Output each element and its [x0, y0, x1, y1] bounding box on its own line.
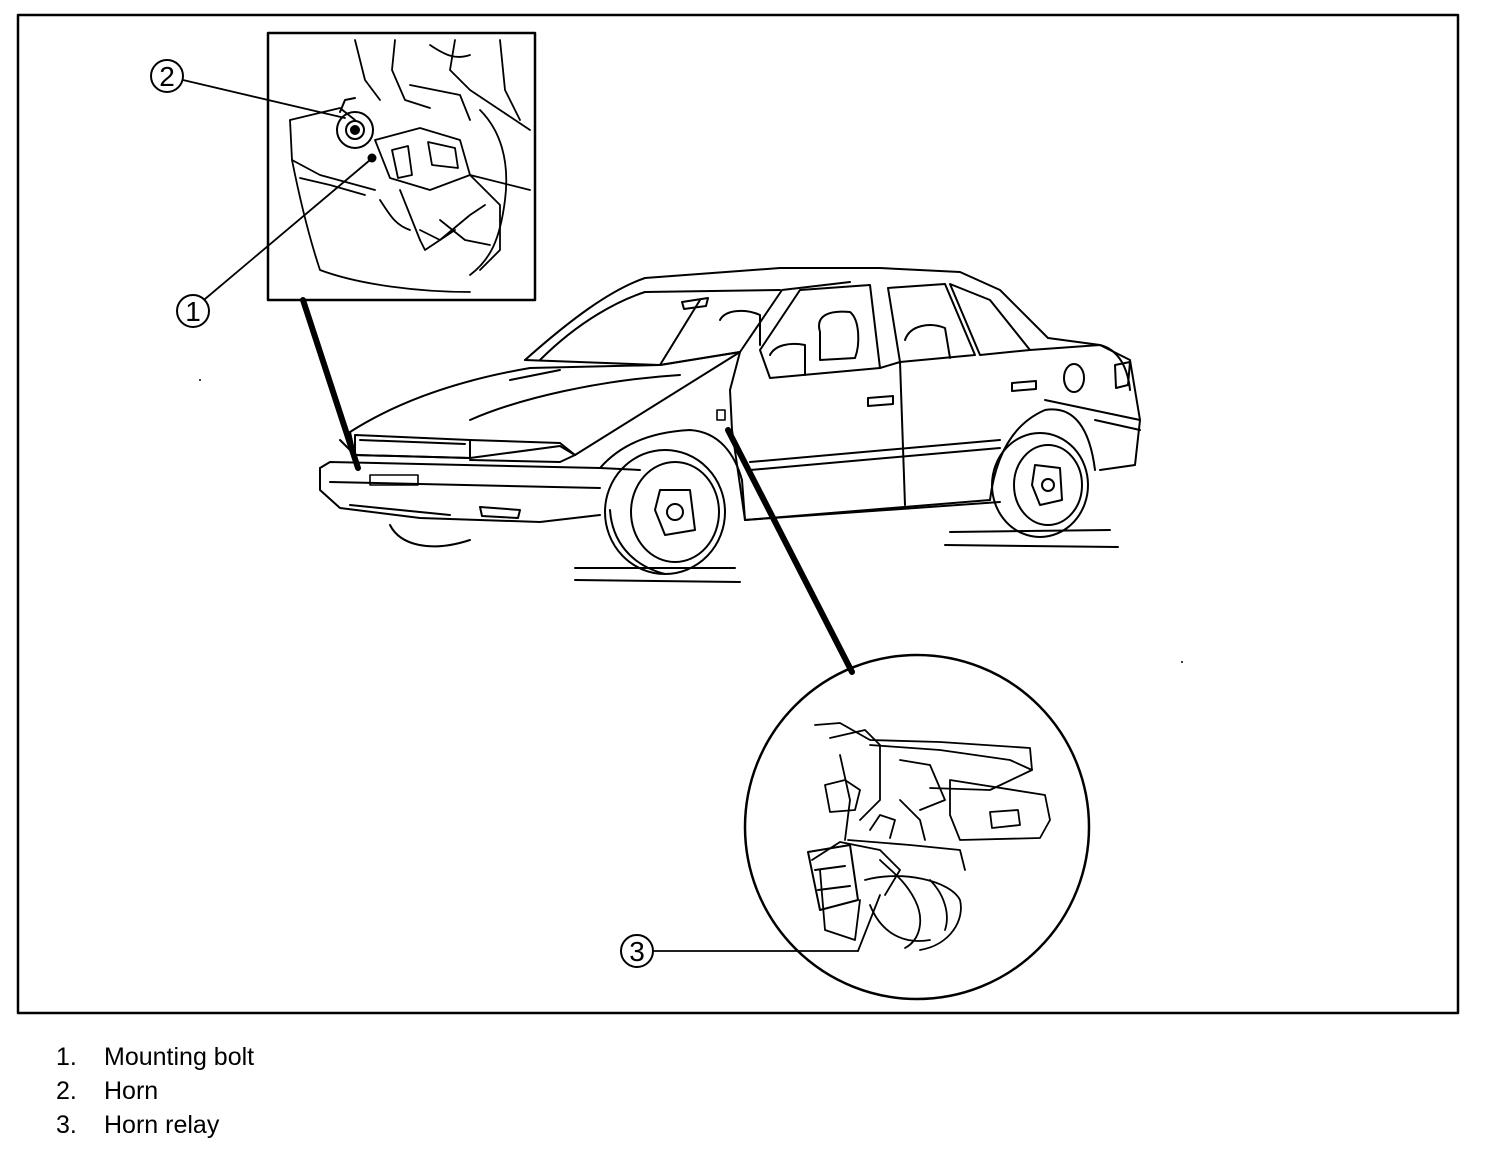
- horn-relay-icon: [807, 844, 859, 911]
- legend-number: 2.: [56, 1077, 77, 1105]
- figure-frame: [16, 13, 1460, 1015]
- legend-text: Mounting bolt: [104, 1043, 255, 1071]
- callout-2: 2: [150, 59, 346, 119]
- legend-item: 1. Mounting bolt: [56, 1040, 254, 1074]
- callout-2-label: 2: [159, 61, 175, 92]
- car-illustration: [319, 267, 1141, 583]
- scan-dot: [199, 379, 201, 381]
- horn-icon: [336, 97, 374, 149]
- horn-inset-leader: [300, 297, 361, 471]
- relay-detail-leader: [725, 427, 855, 675]
- scan-dot: [1181, 661, 1183, 663]
- relay-detail-inset: [743, 653, 1091, 1001]
- callout-1-label: 1: [185, 296, 201, 327]
- legend-number: 1.: [56, 1043, 77, 1071]
- callout-3-label: 3: [629, 936, 645, 967]
- horn-detail-inset: [266, 31, 537, 302]
- legend-text: Horn: [104, 1077, 159, 1105]
- callout-1: 1: [176, 159, 371, 328]
- legend-item: 3. Horn relay: [56, 1108, 254, 1142]
- legend-item: 2. Horn: [56, 1074, 254, 1108]
- callout-3: 3: [620, 894, 881, 968]
- legend-number: 3.: [56, 1111, 77, 1139]
- parts-legend: 1. Mounting bolt 2. Horn 3. Horn relay: [56, 1040, 254, 1142]
- legend-text: Horn relay: [104, 1111, 220, 1139]
